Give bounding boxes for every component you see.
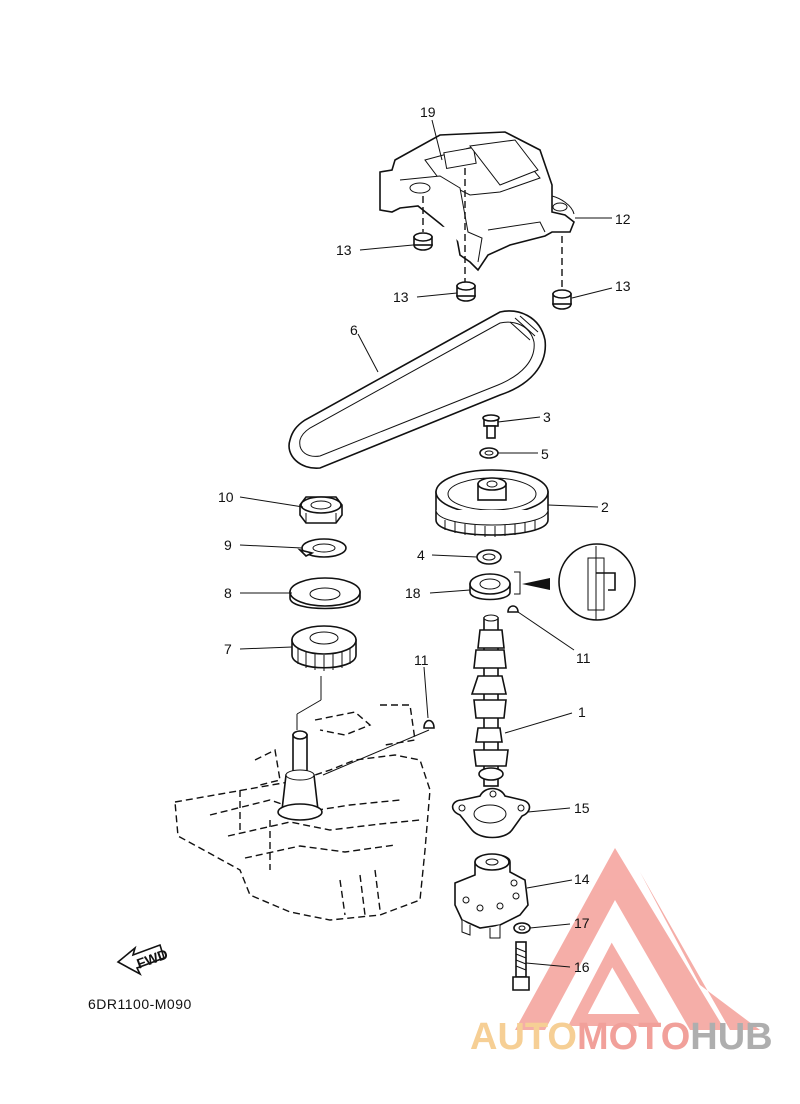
callout-13: 13 <box>393 289 409 305</box>
grommet-13 <box>413 232 433 251</box>
watermark-text: AUTOMOTOHUB <box>470 1018 773 1056</box>
callout-11: 11 <box>414 652 429 668</box>
fwd-label: FWD <box>134 946 169 972</box>
callout-9: 9 <box>224 537 232 553</box>
callout-4: 4 <box>417 547 425 563</box>
camshaft-pulley <box>435 469 549 537</box>
camshaft <box>470 614 509 787</box>
callout-labels: 19 12 13 13 13 6 3 5 2 10 9 4 18 8 11 7 … <box>218 104 631 975</box>
callout-13: 13 <box>336 242 352 258</box>
washer-5 <box>479 447 499 459</box>
washer-17 <box>513 922 531 934</box>
bolt-3 <box>482 414 500 439</box>
woodruff-key-11 <box>507 605 519 613</box>
detail-inset <box>558 543 636 621</box>
callout-16: 16 <box>574 959 590 975</box>
callout-10: 10 <box>218 489 234 505</box>
callout-18: 18 <box>405 585 421 601</box>
callout-5: 5 <box>541 446 549 462</box>
callout-19: 19 <box>420 104 436 120</box>
callout-1: 1 <box>578 704 586 720</box>
oil-pump-14 <box>454 853 529 939</box>
watermark-logo <box>515 848 760 1030</box>
watermark-moto: MOTO <box>576 1016 691 1058</box>
watermark-triangle-inner <box>568 942 661 1026</box>
fwd-arrow-icon: FWD <box>116 943 170 976</box>
lock-washer-9 <box>297 538 347 558</box>
callout-3: 3 <box>543 409 551 425</box>
callout-14: 14 <box>574 871 590 887</box>
watermark-hub: HUB <box>690 1016 773 1058</box>
callout-6: 6 <box>350 322 358 338</box>
callout-11: 11 <box>576 650 591 666</box>
watermark-auto: AUTO <box>470 1016 577 1058</box>
bracket <box>514 571 521 595</box>
plate-8 <box>289 577 361 610</box>
callout-2: 2 <box>601 499 609 515</box>
bolt-16 <box>512 941 530 991</box>
watermark-triangle-outer <box>515 848 725 1030</box>
callout-7: 7 <box>224 641 232 657</box>
engine-block <box>174 704 431 921</box>
nut-10 <box>299 496 343 524</box>
leader-lines <box>239 119 613 968</box>
oil-seal-18 <box>469 573 511 601</box>
drive-sprocket-7 <box>291 625 357 671</box>
washer-4 <box>476 549 502 565</box>
callout-15: 15 <box>574 800 590 816</box>
woodruff-key-11 <box>423 719 435 729</box>
callout-12: 12 <box>615 211 631 227</box>
callout-17: 17 <box>574 915 590 931</box>
guide-line <box>322 729 430 776</box>
guide-line <box>296 699 322 715</box>
gasket-15 <box>451 787 531 839</box>
grommet-13 <box>552 289 572 310</box>
callout-8: 8 <box>224 585 232 601</box>
grommet-13 <box>456 281 476 302</box>
timing-belt <box>288 310 547 469</box>
pointer-arrow <box>522 578 550 590</box>
diagram-code: 6DR1100-M090 <box>88 996 192 1012</box>
callout-13: 13 <box>615 278 631 294</box>
timing-belt-cover <box>379 131 575 272</box>
